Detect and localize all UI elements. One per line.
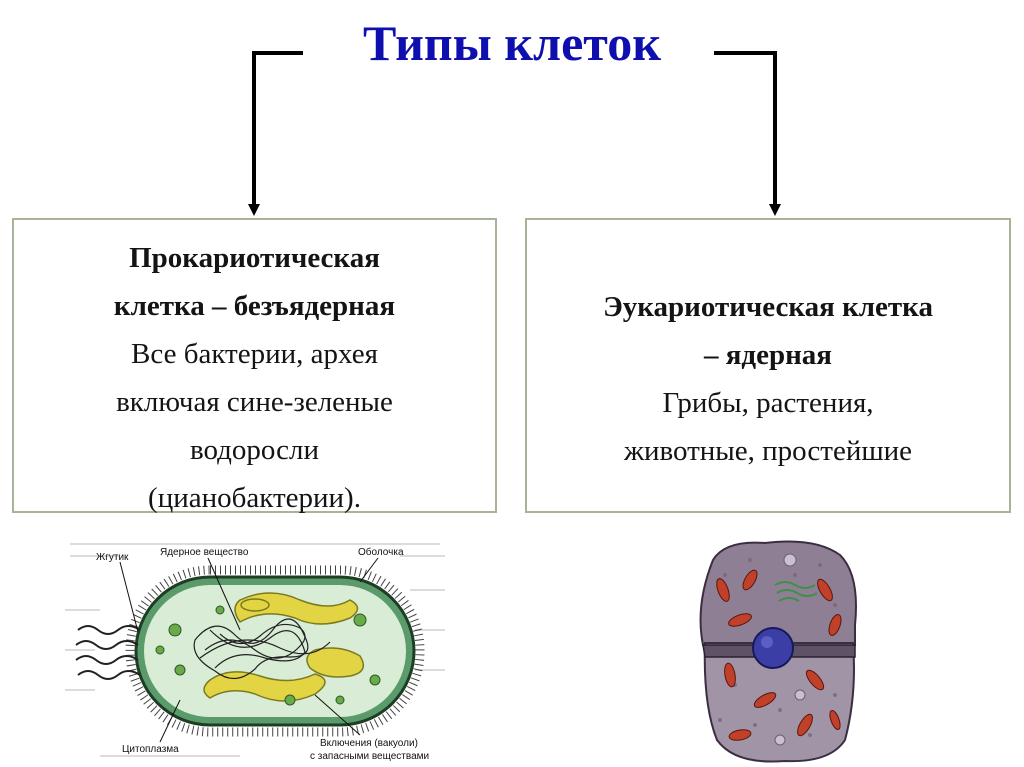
- eukaryote-heading-2: – ядерная: [703, 339, 832, 371]
- prokaryote-text-3: водоросли: [190, 434, 319, 466]
- left-arrow: [248, 51, 303, 216]
- prokaryote-text-2: включая сине-зеленые: [116, 386, 393, 418]
- eukaryote-text-2: животные, простейшие: [623, 435, 913, 467]
- flagella: [75, 625, 141, 680]
- nucleoid: [193, 618, 331, 680]
- prokaryote-text-1: Все бактерии, архея: [131, 338, 378, 370]
- inclusion-yellow-3: [306, 647, 365, 678]
- inclusion-yellow-4: [240, 598, 270, 612]
- prokaryote-text-4: (цианобактерии).: [148, 482, 361, 514]
- bacterium-pili: [125, 565, 425, 737]
- label-flagellum: Жгутик: [96, 552, 129, 563]
- eukaryote-heading-1: Эукариотическая клетка: [603, 291, 933, 323]
- eukaryote-text-1: Грибы, растения,: [662, 387, 874, 419]
- label-inclusions-1: Включения (вакуоли): [320, 738, 418, 749]
- page-title: Типы клеток: [362, 15, 662, 71]
- label-envelope: Оболочка: [358, 546, 404, 558]
- prokaryote-heading-2: клетка – безъядерная: [113, 290, 396, 322]
- eukaryote-cell-illustration: [699, 540, 857, 763]
- label-inclusions-2: с запасными веществами: [310, 751, 429, 762]
- eukaryote-nucleus: [752, 627, 794, 669]
- eukaryote-box: Эукариотическая клетка – ядерная Грибы, …: [525, 218, 1011, 513]
- prokaryote-heading-1: Прокариотическая: [129, 242, 380, 274]
- right-arrow: [714, 51, 781, 216]
- label-cytoplasm: Цитоплазма: [122, 744, 179, 755]
- prokaryote-cell-illustration: Жгутик Ядерное вещество Оболочка Цитопла…: [65, 543, 445, 762]
- connector-arrows: [248, 51, 781, 216]
- prokaryote-box: Прокариотическая клетка – безъядерная Вс…: [12, 218, 497, 514]
- label-nuclear-matter: Ядерное вещество: [160, 547, 249, 558]
